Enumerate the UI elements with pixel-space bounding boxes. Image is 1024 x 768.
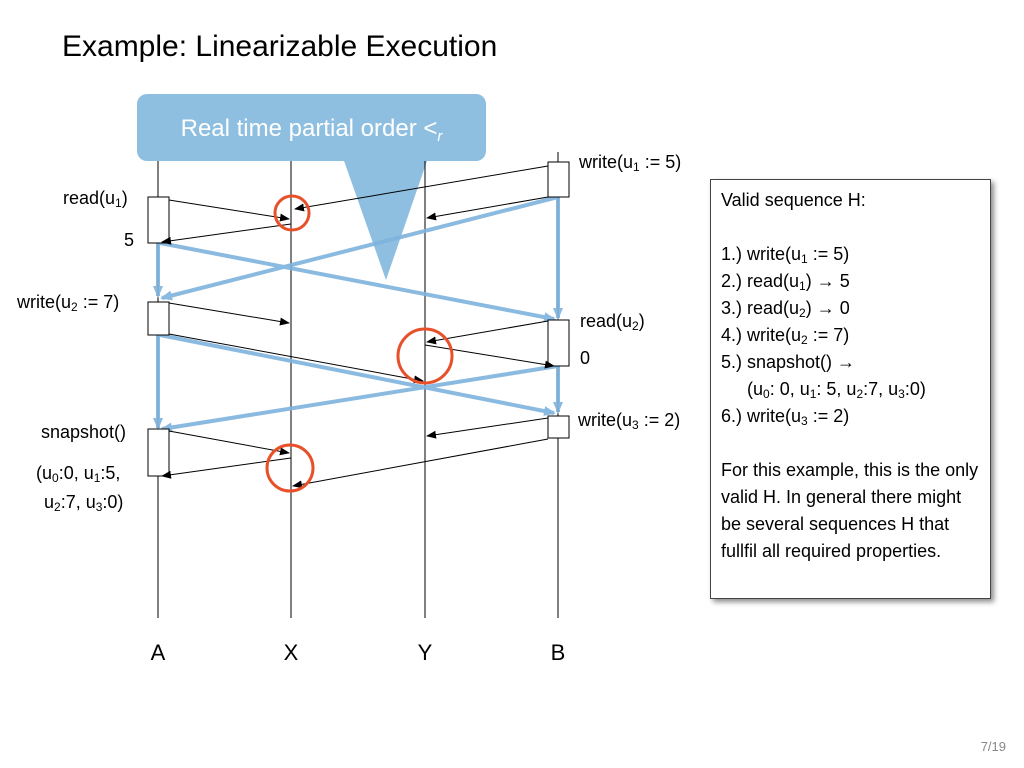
label-snapshot-result-line2: u2:7, u3:0) [44,492,124,514]
label-read-u2: read(u2) [580,311,645,333]
label-write-u2: write(u2 := 7) [17,292,120,314]
sequence-step-detail: (u0: 0, u1: 5, u2:7, u3:0) [747,379,926,401]
op-box-snapshot [147,428,170,477]
valid-sequence-note: For this example, this is the only valid… [721,460,979,561]
callout-pointer [343,158,428,280]
sequence-step: 5.) snapshot() → [721,352,856,372]
label-read-u2-result: 0 [580,348,591,368]
page-number: 7/19 [980,739,1006,754]
op-box-write-u2 [147,301,170,336]
label-snapshot: snapshot() [41,422,127,442]
process-label-b: B [550,640,566,665]
label-read-u1-result: 5 [124,230,135,250]
callout-text: Real time partial order < [180,115,438,142]
op-box-read-u2 [547,319,570,367]
callout-subscript: r [437,128,443,145]
sequence-step: 1.) write(u1 := 5) [721,244,850,266]
process-label-x: X [283,640,299,665]
highlight-circle-3 [265,443,315,493]
op-box-read-u1 [147,196,170,244]
sequence-step: 6.) write(u3 := 2) [721,406,850,428]
label-snapshot-result-line1: (u0:0, u1:5, [36,463,121,485]
valid-sequence-heading: Valid sequence H: [721,190,866,210]
sequence-step: 3.) read(u2) → 0 [721,298,850,320]
process-label-a: A [150,640,166,665]
label-write-u1: write(u1 := 5) [579,152,682,174]
highlight-circle-1 [273,194,311,232]
slide-title: Example: Linearizable Execution [62,30,498,63]
op-box-write-u1 [547,161,570,198]
real-time-order-lines [153,195,563,433]
real-time-order-callout: Real time partial order <r [137,94,486,161]
label-read-u1: read(u1) [63,188,128,210]
highlight-circle-2 [396,327,454,385]
sequence-step: 2.) read(u1) → 5 [721,271,850,293]
process-label-y: Y [417,640,433,665]
label-write-u3: write(u3 := 2) [578,410,681,432]
sequence-step: 4.) write(u2 := 7) [721,325,850,347]
op-box-write-u3 [547,415,570,439]
valid-sequence-box: Valid sequence H: 1.) write(u1 := 5) 2.)… [710,179,991,599]
